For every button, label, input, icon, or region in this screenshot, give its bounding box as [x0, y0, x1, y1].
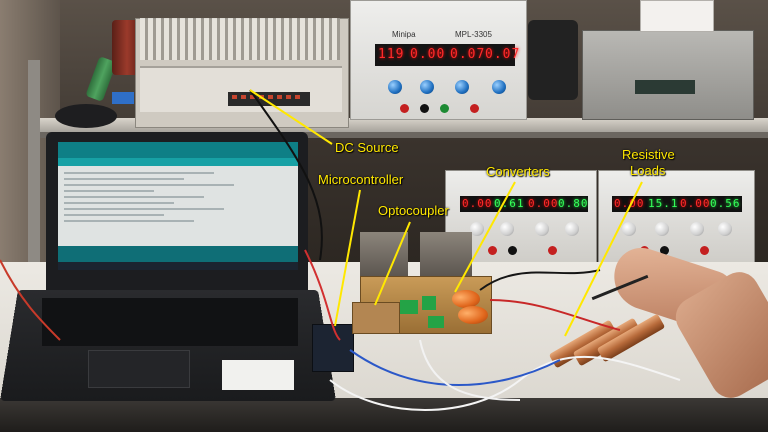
code-line	[64, 220, 194, 222]
wire-red-3	[0, 259, 61, 341]
top-psu-knob-3[interactable]	[455, 80, 469, 94]
optocoupler-label: Optocoupler	[378, 203, 449, 218]
arduino-ide-tabbar	[58, 158, 298, 166]
left-psu-knob-2[interactable]	[500, 222, 514, 236]
left-psu-knob-4[interactable]	[565, 222, 579, 236]
code-line	[64, 208, 224, 210]
right-psu-display-1: 0.00	[614, 197, 645, 210]
right-psu-knob-1[interactable]	[622, 222, 636, 236]
top-psu-jack-red-2[interactable]	[470, 104, 479, 113]
black-mouse	[55, 104, 117, 128]
left-psu-knob-1[interactable]	[470, 222, 484, 236]
left-psu-display-1: 0.00	[462, 197, 493, 210]
code-line	[64, 184, 234, 186]
dc-source-vent	[140, 18, 340, 60]
code-line	[64, 190, 154, 192]
code-line	[64, 178, 184, 180]
laptop-touchpad[interactable]	[88, 350, 190, 388]
top-psu-jack-red[interactable]	[400, 104, 409, 113]
shelf-rail	[40, 132, 768, 138]
right-psu-display-panel	[612, 196, 742, 212]
top-psu-jack-green[interactable]	[440, 104, 449, 113]
wire-white-2	[419, 339, 521, 401]
code-line	[64, 202, 174, 204]
wire-red-2	[489, 299, 621, 331]
right-psu-knob-2[interactable]	[655, 222, 669, 236]
top-psu-jack-black[interactable]	[420, 104, 429, 113]
code-line	[64, 196, 204, 198]
microcontroller-label: Microcontroller	[318, 172, 404, 187]
top-psu-display-1: 119	[378, 47, 405, 62]
top-psu-knob-1[interactable]	[388, 80, 402, 94]
function-generator	[582, 30, 754, 120]
top-psu-display-2: 0.00	[410, 47, 446, 62]
left-psu-display-4: 0.80	[558, 197, 589, 210]
orange-inductor-2	[458, 306, 488, 324]
right-psu-knob-3[interactable]	[690, 222, 704, 236]
wire-white	[329, 355, 681, 411]
left-psu-jack-red-2[interactable]	[548, 246, 557, 255]
green-terminal-3	[428, 316, 444, 328]
top-psu-model: MPL-3305	[455, 30, 492, 39]
transformer-right	[420, 232, 472, 276]
resistive-loads-label-line1: Resistive	[622, 147, 675, 162]
resistive-loads-arrow	[564, 181, 643, 337]
left-psu-knob-3[interactable]	[535, 222, 549, 236]
transformer-left	[360, 232, 408, 276]
top-psu-display-3: 0.07	[450, 47, 486, 62]
converters-label: Converters	[486, 164, 550, 179]
laptop-keyboard	[42, 298, 298, 346]
optocoupler-arrow	[374, 221, 411, 306]
left-psu-display-panel	[460, 196, 588, 212]
left-psu-jack-black[interactable]	[508, 246, 517, 255]
wire-black-2	[249, 89, 323, 261]
left-psu-jack-red[interactable]	[488, 246, 497, 255]
top-psu-knob-4[interactable]	[492, 80, 506, 94]
right-psu-display-2: 15.1	[648, 197, 679, 210]
ups-box	[640, 0, 714, 32]
dc-source-terminal-red	[232, 95, 304, 99]
top-psu-brand: Minipa	[392, 30, 416, 39]
arduino-ide-console	[58, 246, 298, 262]
dc-source-arrow	[249, 89, 333, 145]
right-psu-jack-black[interactable]	[660, 246, 669, 255]
function-generator-screen	[635, 80, 695, 94]
laptop-sticker	[222, 360, 294, 390]
wire-red	[304, 249, 341, 341]
right-psu-jack-red-2[interactable]	[700, 246, 709, 255]
wire-blue	[349, 349, 561, 386]
arduino-ide-toolbar	[58, 142, 298, 158]
resistive-loads-label-line2: Loads	[630, 163, 666, 178]
bench-front-edge	[0, 398, 768, 432]
green-terminal-2	[422, 296, 436, 310]
code-line	[64, 172, 214, 174]
top-psu-display-4: 0.07	[485, 47, 521, 62]
green-terminal-1	[400, 300, 418, 314]
code-line	[64, 214, 164, 216]
right-psu-knob-4[interactable]	[718, 222, 732, 236]
wire-black	[479, 269, 601, 291]
top-psu-knob-2[interactable]	[420, 80, 434, 94]
converters-arrow	[454, 181, 516, 293]
microcontroller-arrow	[334, 189, 361, 327]
windows-taskbar	[58, 262, 298, 270]
right-psu-display-4: 0.56	[710, 197, 741, 210]
soldering-station	[528, 20, 578, 100]
dc-source-label: DC Source	[335, 140, 399, 155]
left-psu-display-3: 0.00	[528, 197, 559, 210]
orange-inductor-1	[452, 290, 480, 308]
blue-connector	[112, 92, 134, 104]
top-psu-display-panel	[375, 44, 515, 66]
right-psu-display-3: 0.00	[680, 197, 711, 210]
